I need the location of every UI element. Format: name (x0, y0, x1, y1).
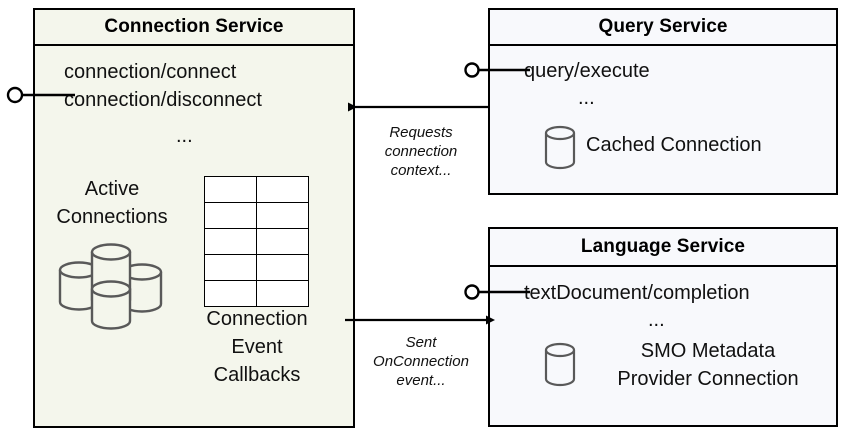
table-cell (204, 254, 257, 281)
active-connections-label-line1: Active (84, 178, 140, 200)
table-cell (255, 202, 309, 229)
smo-metadata-label-line1: SMO Metadata (640, 340, 776, 362)
connection-service-interface-connect[interactable]: connection/connect (64, 61, 237, 83)
table-row (204, 254, 309, 281)
edge-label-sent-onconnection-event: Sent OnConnection event... (373, 334, 469, 389)
language-service-title: Language Service (580, 236, 746, 257)
connection-service-header: Connection Service (35, 10, 353, 46)
table-cell (255, 254, 309, 281)
table-row (204, 280, 309, 307)
table-cell (204, 176, 257, 203)
language-service-ellipsis: ... (648, 309, 665, 331)
table-cell (255, 228, 309, 255)
connection-event-callbacks-table[interactable] (204, 176, 309, 307)
connection-service-ellipsis: ... (176, 125, 193, 147)
language-service-interface-completion[interactable]: textDocument/completion (524, 282, 750, 304)
table-cell (204, 280, 257, 307)
table-row (204, 202, 309, 229)
edge-label-requests-connection-context: Requests connection context... (384, 124, 458, 179)
table-row (204, 176, 309, 203)
language-service-box[interactable]: Language Service (488, 227, 838, 427)
callbacks-label-line2: Event (231, 336, 283, 358)
active-connections-label-line2: Connections (56, 206, 168, 228)
query-service-title: Query Service (598, 16, 728, 37)
callbacks-label-line3: Callbacks (213, 364, 301, 386)
table-cell (255, 176, 309, 203)
query-service-box[interactable]: Query Service (488, 8, 838, 195)
table-row (204, 228, 309, 255)
table-cell (204, 202, 257, 229)
callbacks-label-line1: Connection (206, 308, 308, 330)
smo-metadata-label-line2: Provider Connection (617, 368, 799, 390)
query-service-header: Query Service (490, 10, 836, 46)
table-cell (255, 280, 309, 307)
connection-service-title: Connection Service (104, 16, 284, 37)
table-cell (204, 228, 257, 255)
cached-connection-label: Cached Connection (586, 134, 762, 156)
language-service-header: Language Service (490, 229, 836, 267)
query-service-interface-execute[interactable]: query/execute (524, 60, 650, 82)
query-service-ellipsis: ... (578, 87, 595, 109)
connection-service-interface-disconnect[interactable]: connection/disconnect (64, 89, 262, 111)
